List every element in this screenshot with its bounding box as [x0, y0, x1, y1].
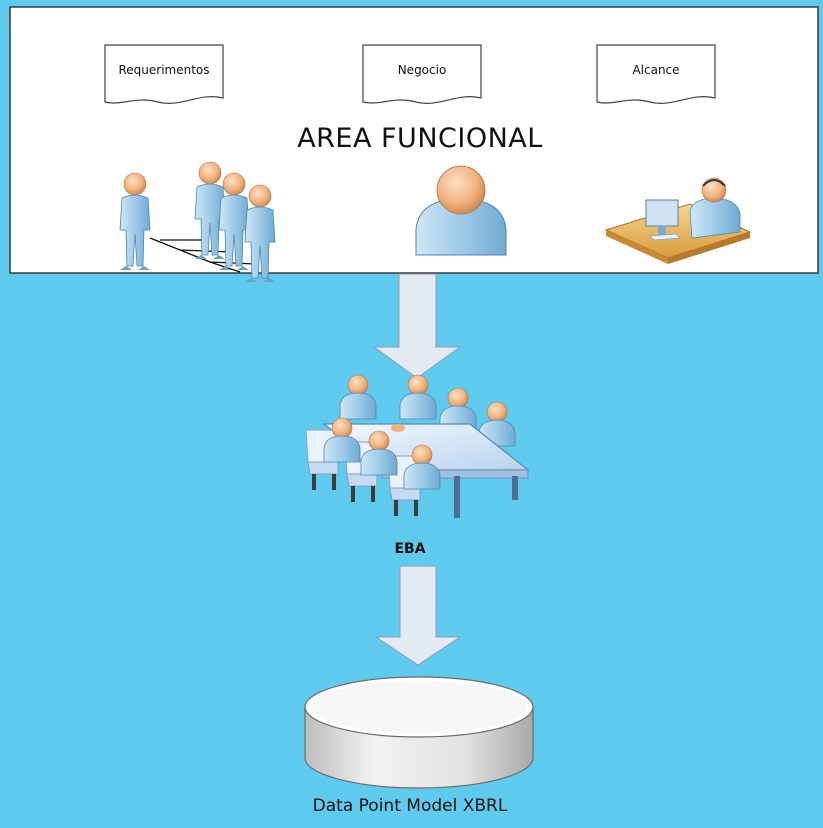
arrow-down-2 [374, 565, 462, 666]
document-alcance-shape [596, 44, 716, 104]
arrow-down-1 [372, 273, 462, 379]
database-label: Data Point Model XBRL [312, 796, 508, 816]
document-label-alcance: Alcance [632, 63, 680, 77]
people-group-icon [119, 161, 276, 283]
user-icon [415, 165, 507, 256]
meeting-group-icon [305, 374, 530, 518]
document-label-requerimentos: Requerimentos [118, 63, 210, 77]
document-requerimentos-shape [104, 44, 224, 104]
meeting-label: EBA [394, 541, 426, 557]
database-icon [304, 676, 534, 789]
document-label-negocio: Negocio [397, 63, 447, 77]
document-negocio-shape [362, 44, 482, 104]
operator-desk-icon [604, 177, 752, 264]
area-title: AREA FUNCIONAL [297, 123, 543, 154]
